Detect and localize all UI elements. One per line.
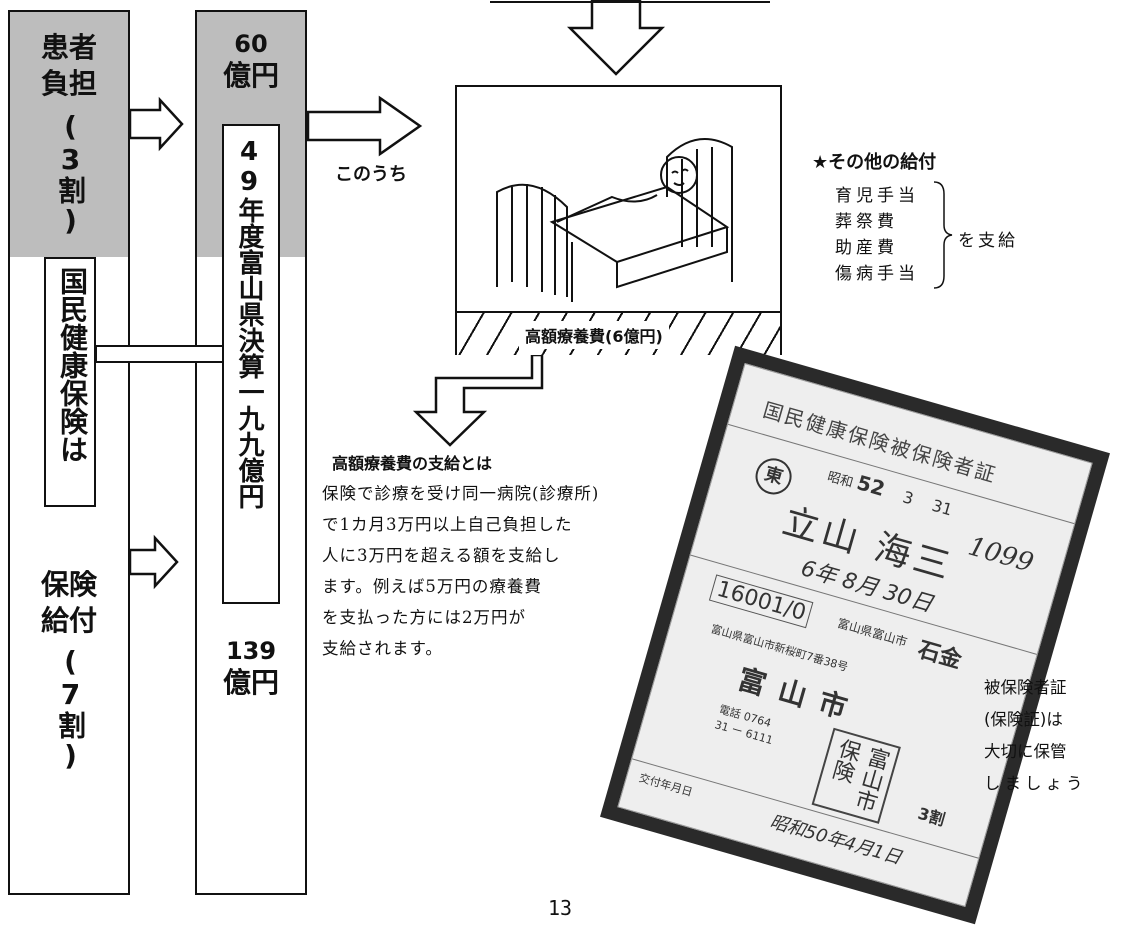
card-address-print: 富山県富山市: [835, 616, 909, 650]
card-address-hand: 石金: [915, 637, 965, 674]
high-cost-medical-caption: 高額療養費(6億円): [519, 321, 669, 349]
budget-label: 49年度富山県決算一九九億円: [234, 137, 264, 509]
brace-icon: [933, 181, 953, 289]
explanation-line: 支給されます。: [322, 639, 443, 658]
benefit-item: 葬祭費: [835, 212, 898, 232]
explanation-line: 人に3万円を超える額を支給し: [322, 546, 561, 565]
card-caption-line: しましょう: [984, 774, 1087, 793]
insurance-benefit-rate: (7割): [54, 645, 87, 772]
national-health-insurance-label-box: [44, 257, 96, 507]
right-arrow-burden: [128, 96, 184, 152]
bed-headboard: [666, 138, 733, 277]
down-arrow-top: [566, 0, 666, 76]
explanation-heading: 高額療養費の支給とは: [332, 454, 493, 473]
explanation-body: 保険で診療を受け同一病院(診療所) で1カ月3万円以上自己負担した 人に3万円を…: [322, 478, 599, 664]
benefit-item: 傷病手当: [835, 264, 919, 284]
explanation-line: を支払った方には2万円が: [322, 608, 526, 627]
middle-column: 60 億円 49年度富山県決算一九九億円 139 億円: [195, 10, 307, 895]
benefit-item: 育児手当: [835, 186, 919, 206]
connector-bar: [95, 345, 224, 363]
other-benefits-heading: ★その他の給付: [812, 152, 937, 173]
bed-illustration: [496, 138, 733, 302]
card-stamp-circle: 東: [751, 454, 796, 499]
national-health-insurance-label: 国民健康保険は: [56, 267, 89, 463]
explanation-line: ます。例えば5万円の療養費: [322, 577, 542, 596]
bed-footboard: [496, 183, 568, 297]
budget-label-box: [222, 124, 280, 604]
card-seal: 富山市保険: [811, 727, 901, 824]
card-caption-line: (保険証)は: [984, 710, 1063, 729]
page-number: 13: [548, 896, 573, 920]
patient-head: [660, 156, 698, 194]
burden-amount: 60 億円: [222, 30, 279, 92]
card-burden: 3割: [915, 803, 948, 830]
bed-mattress: [549, 185, 730, 264]
benefit-amount: 139 億円: [222, 637, 279, 699]
card-caption-line: 大切に保管: [984, 742, 1067, 761]
card-caption: 被保険者証 (保険証)は 大切に保管 しましょう: [984, 672, 1087, 800]
card-number: 1099: [964, 531, 1037, 579]
benefit-item: 助産費: [835, 238, 898, 258]
explanation-line: で1カ月3万円以上自己負担した: [322, 515, 573, 534]
insurance-benefit-label: 保険 給付: [40, 568, 97, 637]
patient-burden-box: [10, 12, 128, 257]
patient-burden-rate: (3割): [54, 110, 87, 237]
other-benefits-suffix: を支給: [958, 231, 1018, 251]
explanation-line: 保険で診療を受け同一病院(診療所): [322, 484, 600, 503]
card-caption-line: 被保険者証: [984, 678, 1067, 697]
patient-burden-label: 患者 負担: [40, 31, 97, 100]
right-arrow-this: [306, 95, 423, 157]
arrow-label: このうち: [335, 164, 407, 185]
down-arrow-bed: [412, 353, 544, 447]
bed-box: 高額療養費(6億円): [455, 85, 782, 355]
blanket: [556, 194, 658, 223]
card-postcode: 16001/0: [708, 574, 814, 629]
left-column: 患者 負担 (3割) 国民健康保険は 保険 給付 (7割): [8, 10, 130, 895]
right-arrow-benefit: [128, 534, 179, 590]
other-benefits-list: 育児手当 葬祭費 助産費 傷病手当: [835, 183, 919, 287]
